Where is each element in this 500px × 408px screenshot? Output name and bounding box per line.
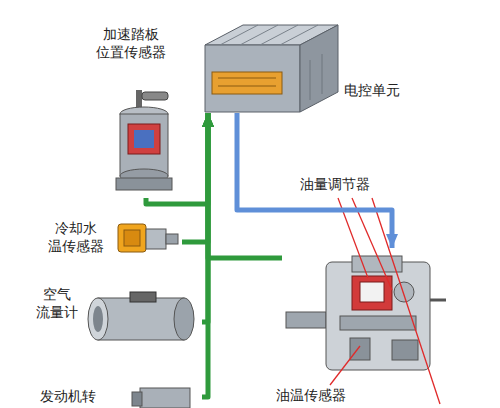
sensor-label: 冷却水 温传感器	[46, 220, 106, 255]
coolant-sensor: 冷却水 温传感器	[112, 212, 182, 268]
sensor-label: 加速踏板 位置传感器	[94, 26, 168, 61]
sensor-label: 发动机转	[40, 388, 96, 406]
sensor-label: 空气 流量计	[34, 286, 80, 321]
signal-line	[146, 113, 208, 204]
part-label: 油温传感器	[276, 387, 346, 405]
air-flow-meter-drawing	[88, 292, 194, 340]
ecu-drawing	[205, 25, 338, 112]
speed-sensor-drawing	[132, 388, 190, 408]
air-flow-meter: 空气 流量计	[84, 288, 202, 346]
injection-pump: 油量调节器油温传感器	[282, 248, 442, 384]
part-label: 油量调节器	[300, 176, 370, 194]
signal-line	[208, 113, 282, 258]
leader-line	[330, 198, 440, 404]
pedal-sensor-drawing	[116, 90, 172, 190]
ecu-label: 电控单元	[344, 82, 400, 100]
speed-sensor: 发动机转	[128, 384, 202, 408]
pedal-sensor: 加速踏板 位置传感器	[108, 86, 184, 198]
coolant-sensor-drawing	[118, 224, 178, 252]
ecu-unit: 电控单元	[203, 23, 340, 113]
signal-line	[182, 113, 208, 242]
control-line	[237, 113, 392, 248]
